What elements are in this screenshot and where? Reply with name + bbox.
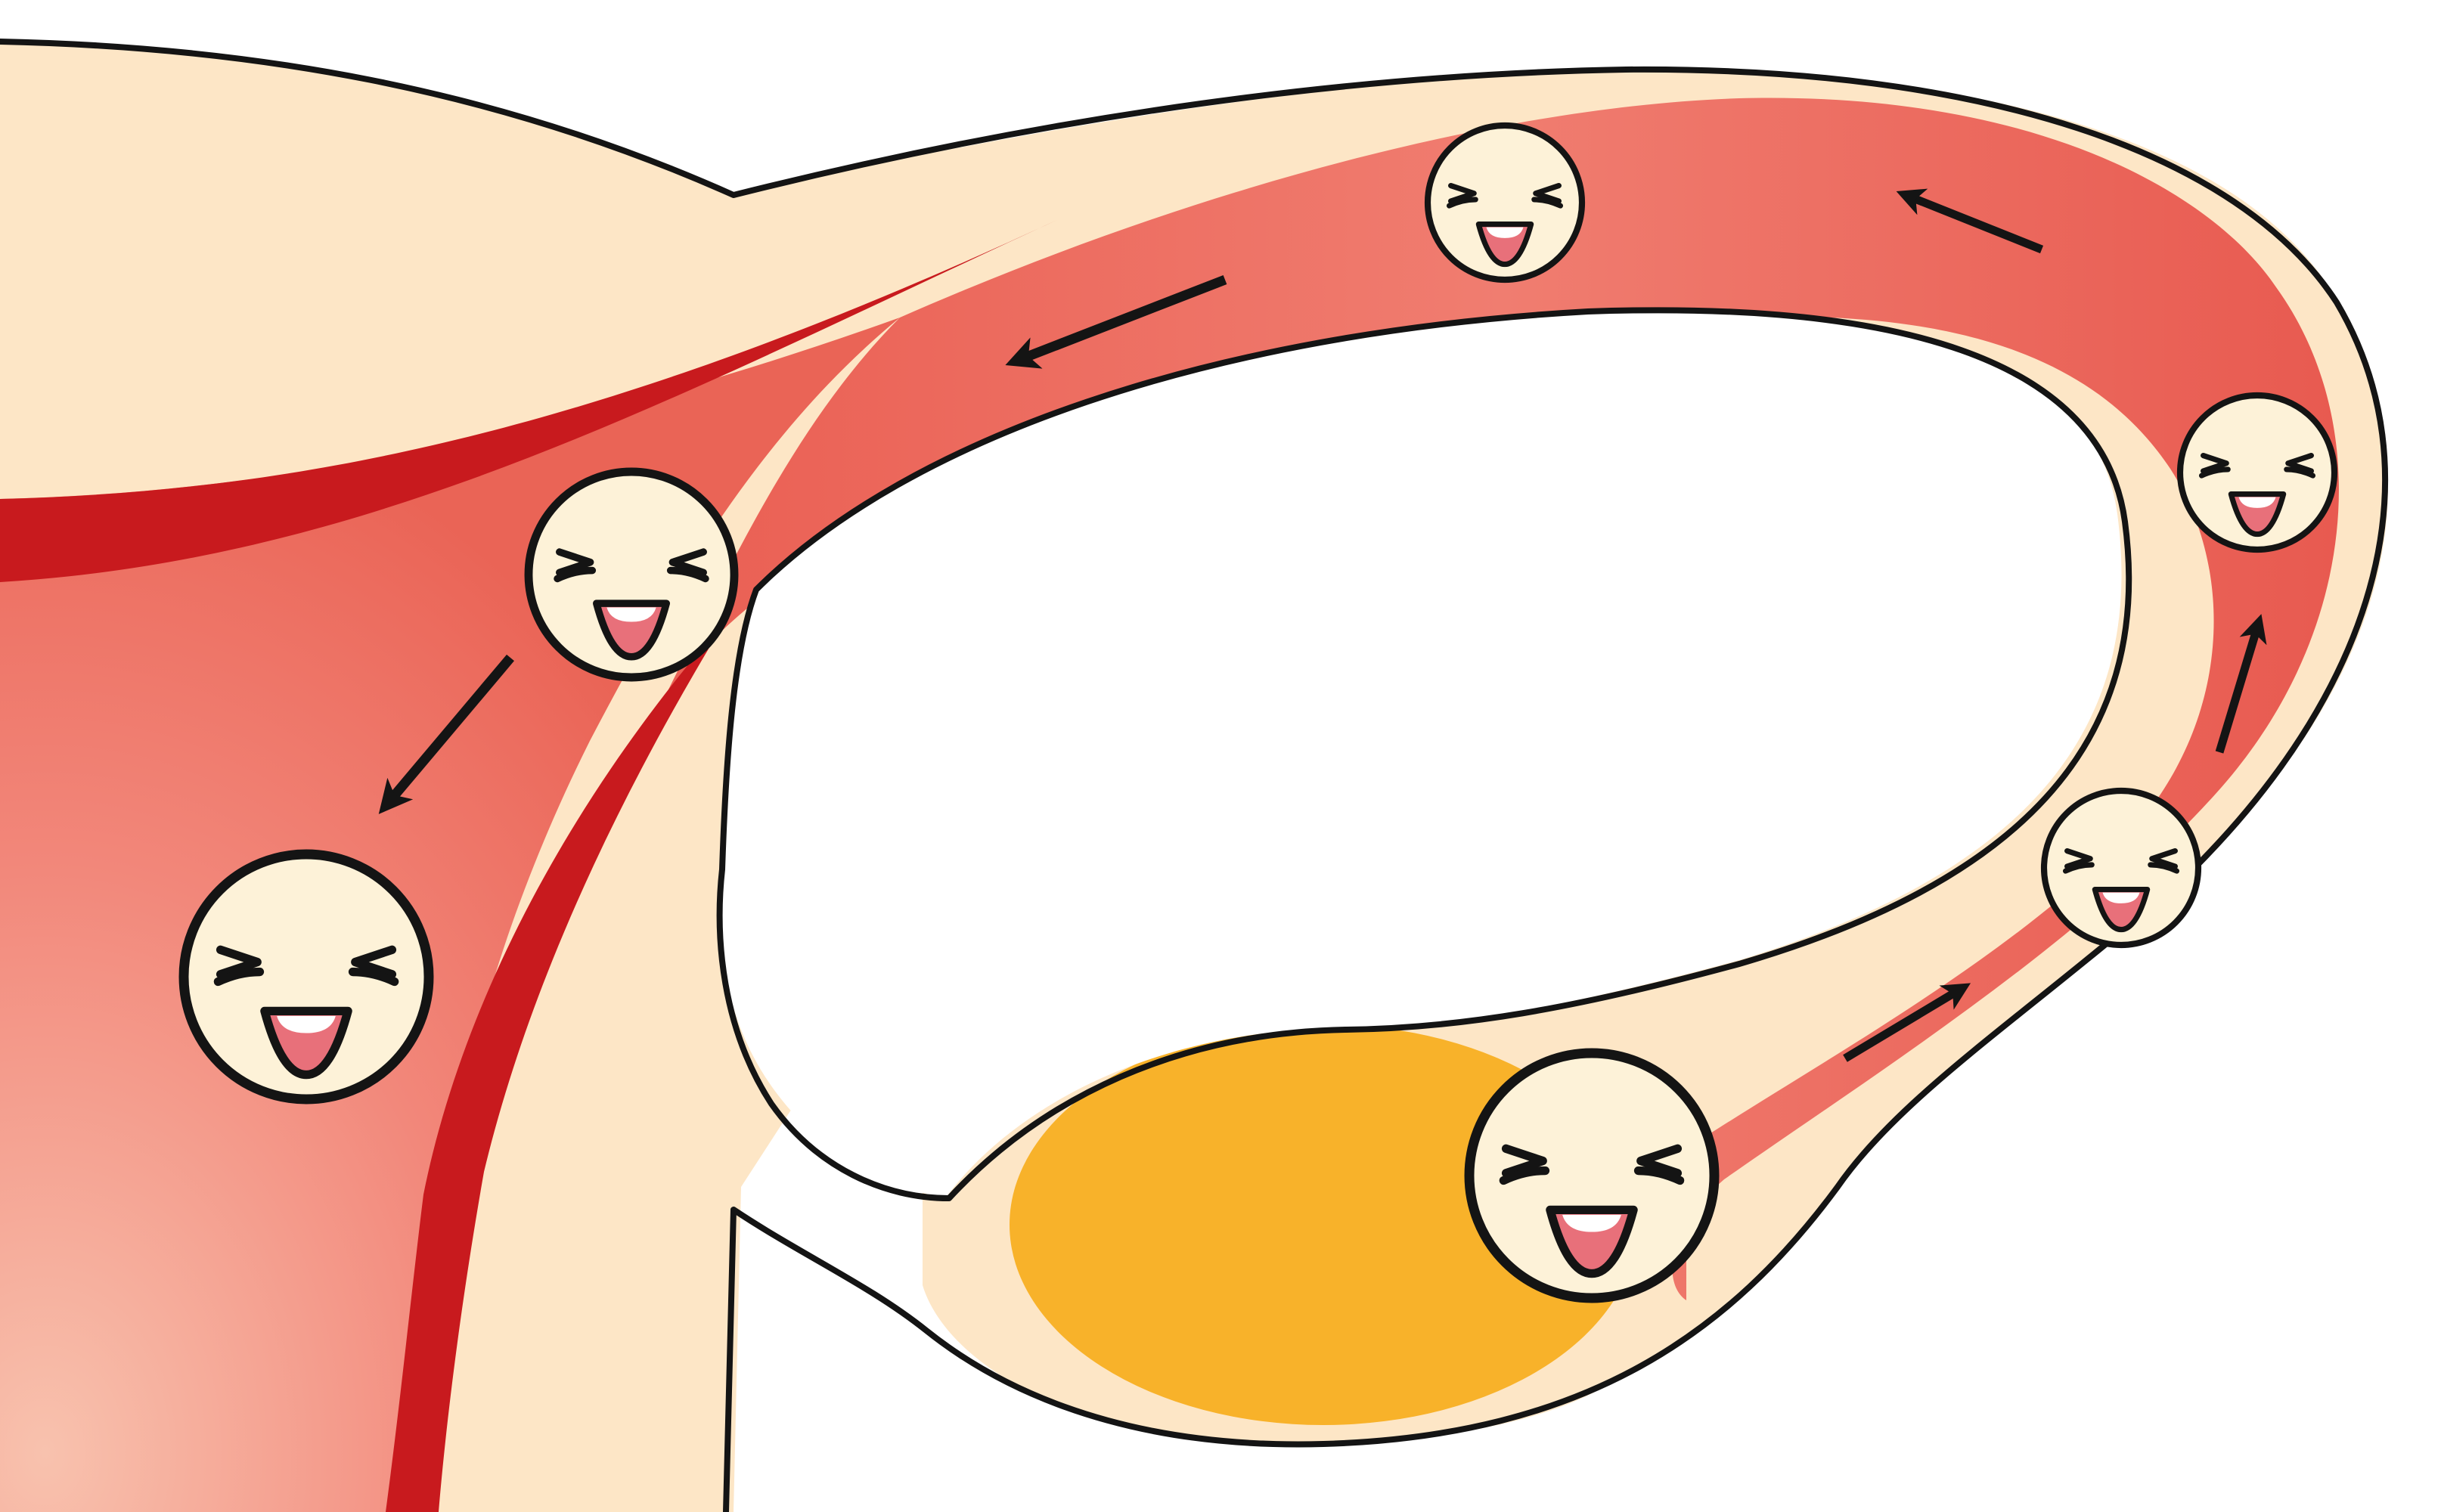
egg-uterus-icon: [184, 854, 429, 1099]
egg-ovary-icon: [1469, 1053, 1714, 1298]
arrow-5: [378, 654, 514, 814]
arrow-3: [1896, 188, 2044, 254]
egg-tube-lower-icon: [2044, 791, 2198, 945]
egg-tube-top-icon: [1428, 125, 1582, 280]
outer-outline: [0, 39, 2389, 1512]
egg-tube-descending-icon: [529, 472, 734, 677]
uterine-cavity: [0, 318, 900, 1512]
tube-lumen: [665, 98, 2339, 1300]
direction-arrows: [378, 188, 2267, 1062]
inner-outline: [716, 307, 2132, 1201]
arrow-1: [1843, 983, 1971, 1062]
endometrial-lining-lower: [386, 620, 726, 1512]
egg-tube-curve-icon: [2180, 395, 2334, 550]
arrow-4: [1005, 274, 1227, 369]
arrow-2: [2215, 614, 2267, 754]
tube-inner-gap: [720, 310, 2122, 1199]
endometrial-lining: [0, 219, 1059, 582]
